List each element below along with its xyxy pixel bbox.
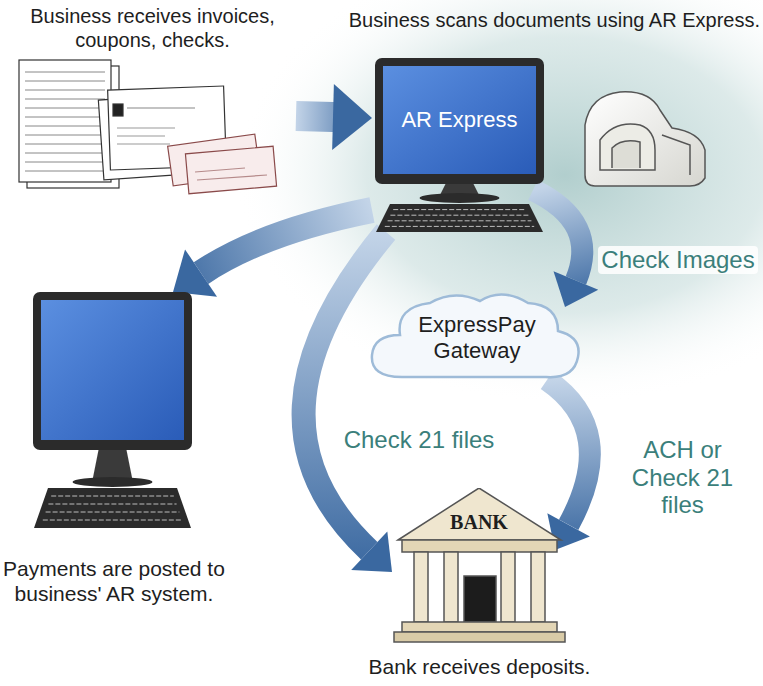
edge-label: Check 21 files (334, 426, 504, 454)
node-caption: Bank receives deposits. (352, 654, 607, 679)
scanner-illustration (585, 92, 705, 186)
flow-arrow (547, 380, 590, 550)
node-caption: Payments are posted to business' AR syst… (2, 556, 226, 606)
bank-sign: BANK (429, 510, 529, 534)
arrow-body (547, 380, 590, 525)
arrow-body (533, 190, 582, 281)
cloud-label: ExpressPay Gateway (392, 299, 562, 377)
arrow-body (201, 210, 372, 273)
flow-arrow (533, 190, 598, 307)
arrow-head (173, 249, 217, 296)
arrow-head (351, 531, 392, 572)
arrow-body (304, 232, 386, 551)
edge-label: ACH or Check 21 files (605, 436, 760, 519)
flow-arrow (304, 232, 392, 572)
arrow-head (332, 84, 372, 150)
flow-arrow (296, 84, 372, 150)
ar-system-workstation: Payments are posted to business' AR syst… (30, 292, 195, 532)
edge-label: Check Images (598, 246, 758, 274)
cloud-shape (362, 285, 587, 390)
monitor-shape (30, 292, 195, 532)
screen-label: AR Express (383, 66, 536, 174)
arrow-body (296, 101, 333, 132)
arrow-head (554, 271, 599, 307)
documents-group: Business receives invoices, coupons, che… (5, 4, 300, 200)
node-caption: Business receives invoices, coupons, che… (5, 4, 300, 52)
bank-node: BANKBank receives deposits. (392, 488, 567, 648)
step-caption: Business scans documents using AR Expres… (302, 8, 760, 32)
monitor-shape (372, 58, 547, 236)
ar-express-workstation: AR Express (372, 58, 547, 236)
gateway-cloud: ExpressPay Gateway (362, 285, 587, 390)
